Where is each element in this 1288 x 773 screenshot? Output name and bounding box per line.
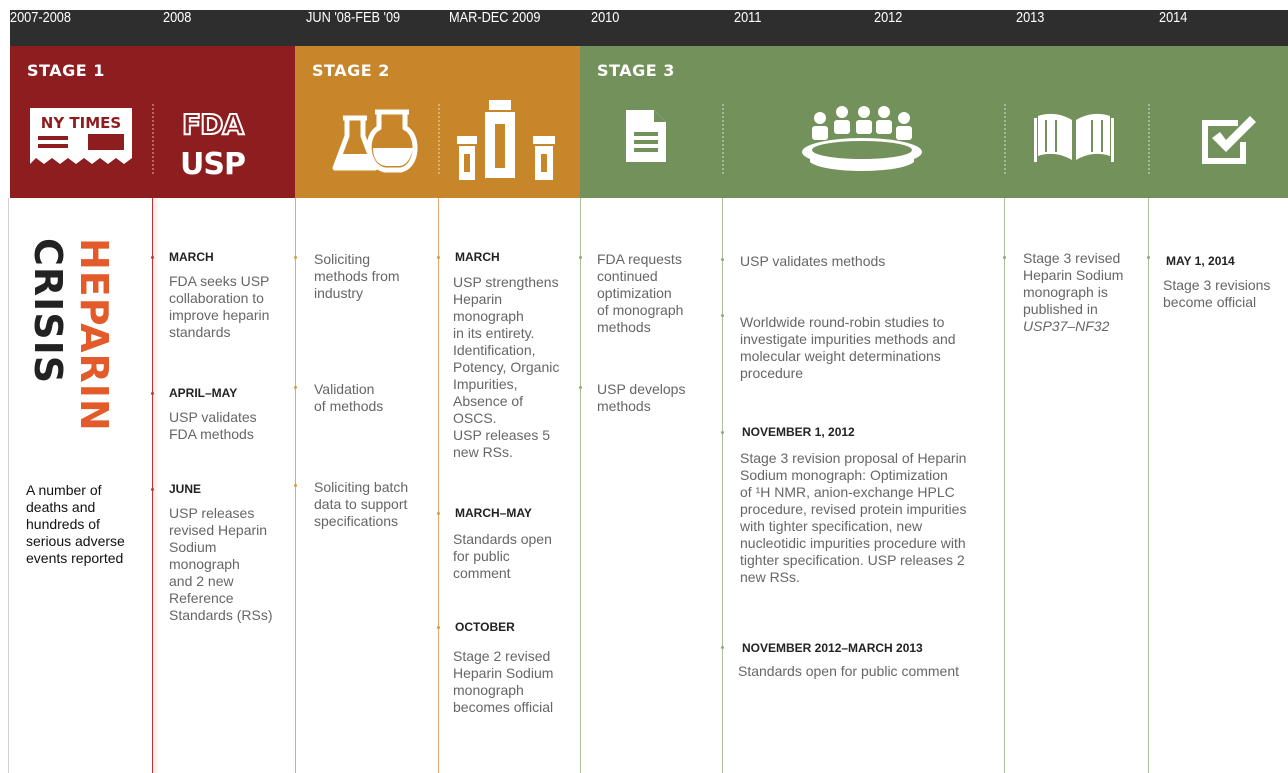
year-label: 2011 — [734, 9, 762, 26]
newspaper-icon: NY TIMES — [30, 108, 132, 164]
event-date: MARCH — [169, 250, 214, 264]
timeline-marker — [437, 512, 440, 515]
year-label: JUN '08-FEB '09 — [306, 9, 401, 26]
timeline-marker — [151, 256, 154, 259]
timeline-marker — [721, 431, 724, 434]
event-date: OCTOBER — [455, 620, 515, 634]
event-description: Standards open for public comment — [738, 663, 960, 679]
event-date: APRIL–MAY — [169, 386, 238, 400]
event-date: MAY 1, 2014 — [1166, 254, 1235, 268]
svg-text:USP: USP — [180, 147, 245, 182]
open-book-icon — [1034, 113, 1114, 162]
timeline-divider — [722, 198, 723, 773]
timeline-marker — [294, 386, 297, 389]
event-date: NOVEMBER 1, 2012 — [742, 425, 855, 439]
icon-separator — [1004, 104, 1006, 174]
timeline-divider — [438, 198, 439, 773]
event-description: USP validates methods — [740, 253, 886, 269]
icon-separator — [438, 104, 440, 174]
icon-separator — [1148, 104, 1150, 174]
crisis-word: CRISIS — [26, 238, 70, 385]
timeline-marker — [721, 258, 724, 261]
icon-separator — [152, 104, 154, 174]
event-date: MARCH — [455, 250, 500, 264]
stage-3-label: STAGE 3 — [597, 61, 675, 80]
timeline-marker — [1147, 256, 1150, 259]
timeline-marker — [721, 314, 724, 317]
vials-icon — [457, 100, 555, 180]
year-label: 2008 — [163, 9, 192, 26]
stage-1-band: STAGE 1 NY TIMES FDA USP — [10, 46, 295, 198]
timeline-border — [8, 198, 9, 773]
timeline-marker — [579, 386, 582, 389]
svg-text:NY TIMES: NY TIMES — [41, 114, 121, 132]
meeting-table-icon — [802, 106, 922, 171]
event-date: MARCH–MAY — [455, 506, 532, 520]
svg-text:FDA: FDA — [182, 108, 244, 141]
fda-usp-logo-icon: FDA USP — [180, 107, 246, 182]
stage-1-shade — [152, 198, 158, 773]
timeline-marker — [151, 392, 154, 395]
timeline-marker — [721, 646, 724, 649]
year-label: 2014 — [1159, 9, 1188, 26]
year-header-bar — [10, 10, 1288, 46]
timeline-marker — [1003, 256, 1006, 259]
event-date: NOVEMBER 2012–MARCH 2013 — [742, 641, 923, 655]
heparin-word: HEPARIN — [72, 238, 116, 432]
stage-2-label: STAGE 2 — [312, 61, 390, 80]
timeline-marker — [294, 256, 297, 259]
timeline-marker — [437, 256, 440, 259]
timeline-divider — [152, 198, 153, 773]
year-label: 2007-2008 — [10, 9, 71, 26]
stage-1-label: STAGE 1 — [27, 61, 105, 80]
timeline-divider — [1004, 198, 1005, 773]
stage-3-band: STAGE 3 — [580, 46, 1288, 198]
timeline-marker — [579, 256, 582, 259]
document-icon — [626, 110, 666, 162]
timeline-divider — [1148, 198, 1149, 773]
icon-separator — [722, 104, 724, 174]
checkbox-icon — [1202, 116, 1256, 164]
year-label: 2012 — [874, 9, 903, 26]
timeline-marker — [294, 484, 297, 487]
year-label: MAR-DEC 2009 — [449, 9, 541, 26]
timeline-marker — [151, 488, 154, 491]
heparin-crisis-title: CRISIS HEPARIN — [26, 238, 116, 438]
timeline-marker — [437, 626, 440, 629]
stage-2-band: STAGE 2 — [295, 46, 580, 198]
timeline-divider — [580, 198, 581, 773]
lab-flasks-icon — [332, 109, 418, 173]
year-label: 2010 — [591, 9, 620, 26]
year-label: 2013 — [1016, 9, 1045, 26]
event-date: JUNE — [169, 482, 202, 496]
